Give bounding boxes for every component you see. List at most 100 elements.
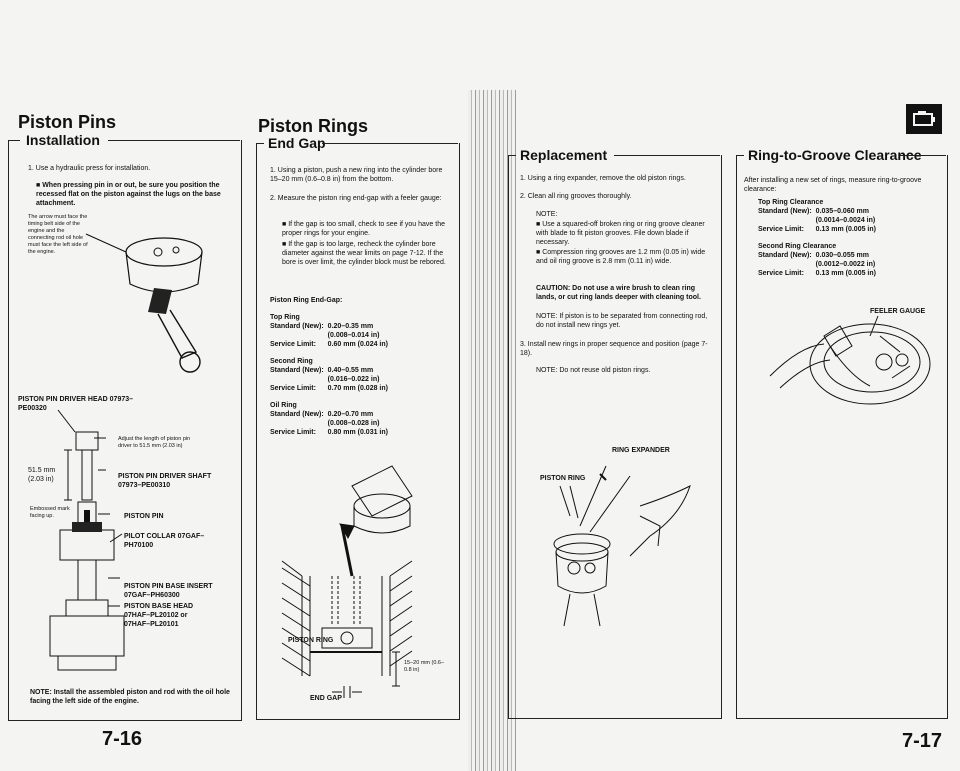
base-head-label: PISTON BASE HEAD 07HAF–PL20102 or 07HAF–… [124, 603, 194, 628]
subsection-installation: Installation [22, 132, 104, 148]
rule [8, 140, 20, 141]
replacement-note-3: NOTE: Do not reuse old piston rings. [536, 367, 651, 374]
spec-label: Standard (New): [270, 411, 324, 418]
spec-value: 0.13 mm (0.005 in) [815, 226, 876, 233]
rule [900, 155, 946, 156]
clearance-spec-list: Top Ring Clearance Standard (New):0.035–… [758, 198, 948, 278]
spec-heading: Top Ring [270, 314, 300, 321]
spec-value: 0.20–0.70 mm [327, 411, 374, 418]
section-title-piston-rings: Piston Rings [258, 116, 369, 136]
spec-value: 0.40–0.55 mm [327, 367, 374, 374]
step-1: 1. Use a hydraulic press for installatio… [28, 165, 151, 172]
spec-value: (0.016–0.022 in) [327, 376, 380, 383]
subsection-replacement: Replacement [516, 147, 612, 163]
spec-value: 0.70 mm (0.028 in) [327, 385, 388, 392]
bullet-1: ■ When pressing pin in or out, be sure y… [36, 182, 221, 207]
tool-stack-illustration [49, 409, 125, 671]
spec-heading: Second Ring [270, 358, 313, 365]
bullet-1-text: When pressing pin in or out, be sure you… [36, 182, 221, 207]
spec-heading: Second Ring Clearance [758, 243, 837, 250]
spec-value: (0.0012–0.0022 in) [815, 261, 876, 268]
rule [508, 155, 516, 156]
replacement-note-2: NOTE: If piston is to be separated from … [536, 313, 708, 329]
page-number-right: 7-17 [902, 730, 943, 752]
replacement-note-label: NOTE: [536, 211, 558, 218]
end-gap-bullet-1: ■ If the gap is too small, check to see … [282, 221, 445, 237]
page-number-left: 7-16 [102, 728, 143, 750]
spec-label: Standard (New): [270, 367, 324, 374]
spec-label: Service Limit: [758, 270, 804, 277]
replacement-note-bullet-2: ■ Compression ring grooves are 1.2 mm (0… [536, 249, 706, 265]
piston-pin-label: PISTON PIN [124, 513, 164, 520]
replacement-caution: CAUTION: Do not use a wire brush to clea… [536, 285, 701, 301]
spec-value: 0.035–0.060 mm [815, 208, 869, 215]
adjust-note: Adjust the length of piston pin driver t… [118, 436, 191, 449]
section-title-piston-pins: Piston Pins [18, 112, 117, 132]
tool-driver-head: PISTON PIN DRIVER HEAD 07973–PE00320 [18, 396, 134, 412]
replacement-step-1: 1. Using a ring expander, remove the old… [520, 175, 686, 182]
spec-table-top-ring-clearance: Top Ring Clearance Standard (New):0.035–… [758, 198, 880, 234]
feeler-gauge-illustration [769, 315, 931, 405]
spec-table-top-ring: Top Ring Standard (New):0.20–0.35 mm (0.… [270, 313, 392, 349]
end-gap-bullet-1-text: If the gap is too small, check to see if… [282, 221, 445, 237]
end-gap-spec-list: Top Ring Standard (New):0.20–0.35 mm (0.… [270, 313, 460, 437]
fig-depth-label: 15–20 mm (0.6–0.8 in) [404, 660, 445, 673]
embossed-mark-note: Embossed mark facing up. [30, 506, 70, 519]
pilot-collar-label: PILOT COLLAR 07GAF–PH70100 [124, 533, 205, 549]
spec-value: 0.80 mm (0.031 in) [327, 429, 388, 436]
ring-expander-illustration [553, 465, 691, 627]
fig-ring-expander-label: RING EXPANDER [612, 447, 670, 454]
spec-label: Service Limit: [270, 341, 316, 348]
left-note: NOTE: Install the assembled piston and r… [30, 689, 230, 705]
fig-piston-ring-label-r: PISTON RING [540, 475, 586, 482]
replacement-step-3: 3. Install new rings in proper sequence … [520, 341, 708, 357]
fig-end-gap-label: END GAP [310, 695, 342, 702]
replacement-step-2: 2. Clean all ring grooves thoroughly. [520, 193, 632, 200]
replacement-note-bullet-1-text: Use a squared-off broken ring or ring gr… [536, 221, 705, 246]
subsection-ring-to-groove: Ring-to-Groove Clearance [744, 147, 926, 163]
spec-heading: Top Ring Clearance [758, 199, 824, 206]
replacement-note-bullet-1: ■ Use a squared-off broken ring or ring … [536, 221, 705, 246]
spec-label: Service Limit: [758, 226, 804, 233]
spec-table-second-ring: Second Ring Standard (New):0.40–0.55 mm … [270, 357, 392, 393]
rule [736, 155, 744, 156]
spec-label: Standard (New): [758, 208, 812, 215]
spec-value: (0.0014–0.0024 in) [815, 217, 876, 224]
engine-icon [913, 111, 935, 126]
callout-arrow: The arrow must face the timing belt side… [28, 214, 88, 255]
spec-label: Service Limit: [270, 385, 316, 392]
spec-value: 0.13 mm (0.005 in) [815, 270, 876, 277]
end-gap-step-1: 1. Using a piston, push a new ring into … [270, 167, 443, 183]
spec-table-second-ring-clearance: Second Ring Clearance Standard (New):0.0… [758, 242, 880, 278]
end-gap-bullet-2-text: If the gap is too large, recheck the cyl… [282, 241, 446, 266]
spec-label: Service Limit: [270, 429, 316, 436]
rule [322, 143, 458, 144]
rule [108, 140, 240, 141]
engine-section-icon [906, 104, 942, 134]
spec-label: Standard (New): [758, 252, 812, 259]
fig-feeler-gauge-label: FEELER GAUGE [870, 308, 926, 315]
spec-label: Standard (New): [270, 323, 324, 330]
fig-piston-ring-label: PISTON RING [288, 637, 334, 644]
dimension-label: 51.5 mm (2.03 in) [28, 467, 56, 483]
spec-value: (0.008–0.014 in) [327, 332, 380, 339]
tool-driver-shaft: PISTON PIN DRIVER SHAFT 07973–PE00310 [118, 473, 212, 489]
end-gap-step-2: 2. Measure the piston ring end-gap with … [270, 195, 442, 202]
installation-box [8, 140, 242, 721]
end-gap-bullet-2: ■ If the gap is too large, recheck the c… [282, 241, 446, 266]
base-insert-label: PISTON PIN BASE INSERT 07GAF–PH60300 [124, 583, 213, 599]
spec-table-oil-ring: Oil Ring Standard (New):0.20–0.70 mm (0.… [270, 401, 392, 437]
spec-heading: Oil Ring [270, 402, 297, 409]
end-gap-illustration [281, 465, 413, 698]
clearance-box [736, 155, 948, 719]
replacement-note-bullet-2-text: Compression ring grooves are 1.2 mm (0.0… [536, 249, 706, 265]
rule [256, 143, 264, 144]
spec-value: 0.20–0.35 mm [327, 323, 374, 330]
spec-value: 0.030–0.055 mm [815, 252, 869, 259]
spec-value: (0.008–0.028 in) [327, 420, 380, 427]
rule [614, 155, 720, 156]
end-gap-box [256, 143, 460, 720]
spec-value: 0.60 mm (0.024 in) [327, 341, 388, 348]
subsection-end-gap: End Gap [264, 135, 330, 151]
replacement-box [508, 155, 722, 719]
